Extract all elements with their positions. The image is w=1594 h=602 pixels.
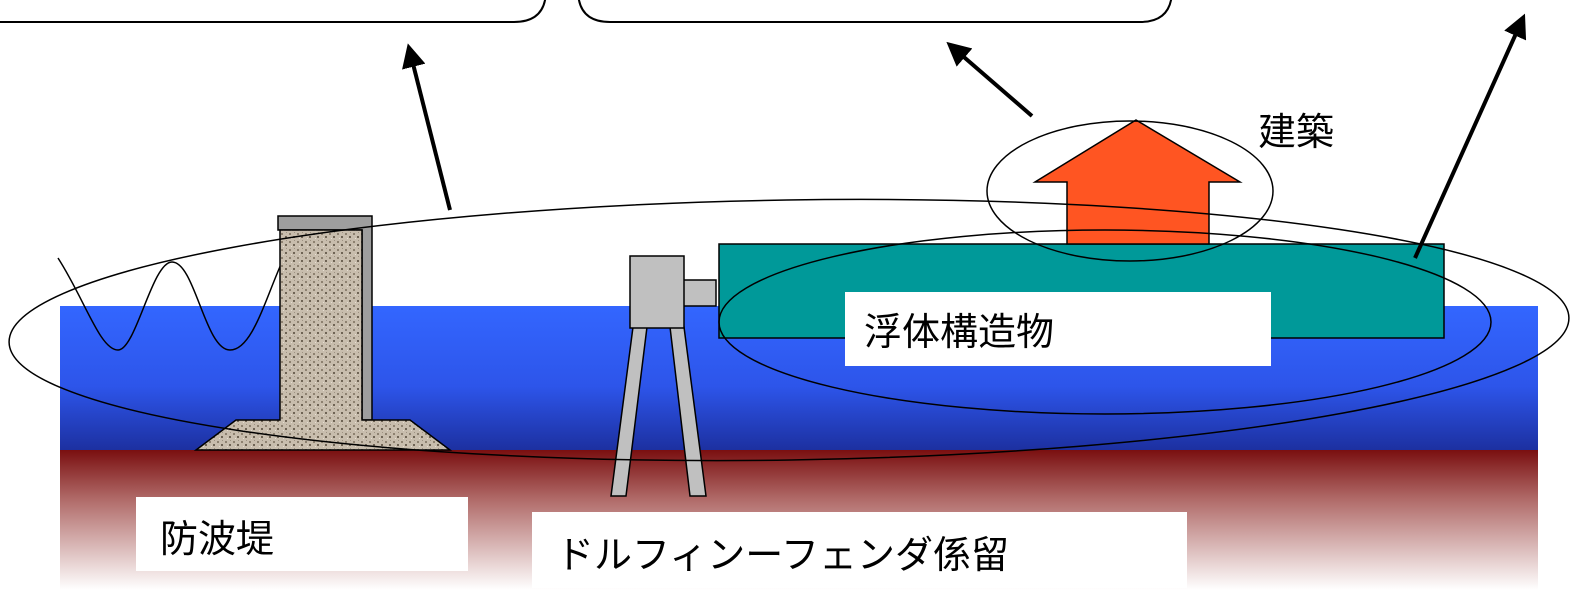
house-icon	[1032, 119, 1243, 245]
arrow-to-right-box	[1413, 13, 1527, 259]
arrow-to-left-box	[402, 43, 452, 211]
architecture-label: 建築	[1258, 110, 1334, 154]
dolphin-pile-icon	[610, 255, 717, 497]
dolphin-fender-mooring-label: ドルフィンーフェンダ係留	[556, 533, 1009, 577]
breakwater-label: 防波堤	[160, 517, 274, 561]
breakwater-label-box	[136, 497, 468, 571]
architecture-ellipse	[986, 120, 1274, 262]
mooring-label-box	[532, 512, 1187, 588]
top-box-center	[578, 0, 1172, 23]
floating-structure-ellipse	[718, 229, 1492, 415]
arrow-to-center-box	[946, 41, 1034, 118]
overall-system-ellipse	[8, 198, 1570, 462]
floating-structure-label: 浮体構造物	[864, 310, 1054, 354]
top-box-left	[0, 0, 546, 23]
wave-icon	[57, 257, 283, 351]
floating-structure-label-box	[845, 292, 1271, 366]
breakwater-icon	[193, 215, 453, 451]
